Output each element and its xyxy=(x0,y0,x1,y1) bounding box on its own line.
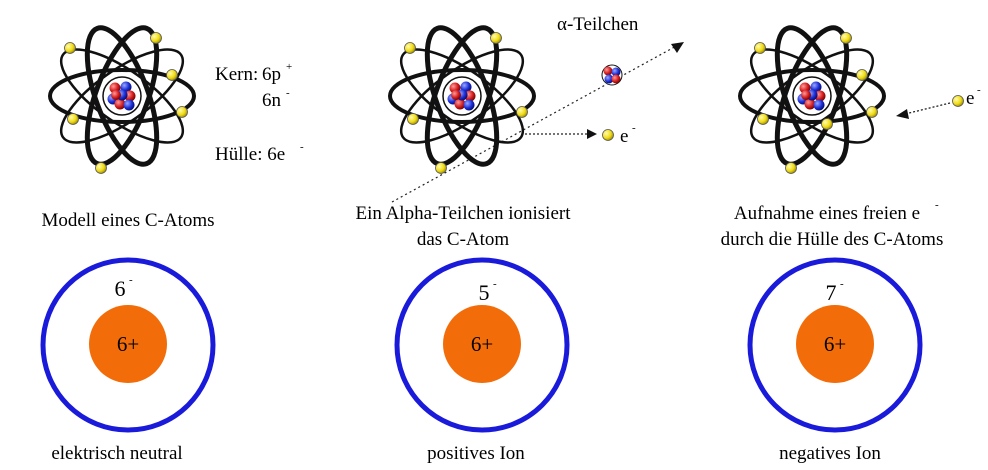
ejected-electron-label: e xyxy=(620,126,628,147)
huelle-label: Hülle: 6e xyxy=(215,144,285,165)
electron-5 xyxy=(435,162,447,174)
electron-7 xyxy=(821,118,833,130)
alpha-particle xyxy=(601,64,623,86)
kern-label: Kern: xyxy=(215,64,258,85)
electron-3 xyxy=(407,113,419,125)
electron-shell xyxy=(40,257,216,433)
carbon-atom-model-2 xyxy=(388,19,536,173)
caption-model: Modell eines C-Atoms xyxy=(41,210,214,231)
ejected-electron-sup: - xyxy=(632,122,636,134)
kern-protons-sup: + xyxy=(286,61,292,73)
electron-4 xyxy=(516,106,528,118)
caption-capture-line2: durch die Hülle des C-Atoms xyxy=(721,229,944,250)
electron-5 xyxy=(176,106,188,118)
capture-path xyxy=(904,102,951,115)
caption-negative: negatives Ion xyxy=(779,443,881,464)
shell-electron-sup: - xyxy=(129,274,133,286)
nucleus xyxy=(89,305,167,383)
caption-capture-line1: Aufnahme eines freien e xyxy=(734,203,920,224)
electron-6 xyxy=(95,162,107,174)
caption-positive: positives Ion xyxy=(427,443,525,464)
ejected-electron xyxy=(602,129,614,141)
electron-shell xyxy=(394,257,570,433)
shell-electron-sup: - xyxy=(840,278,844,290)
alpha-trajectory xyxy=(391,43,681,203)
shell-electron-count: 5 xyxy=(479,280,490,305)
alpha-arrowhead xyxy=(671,42,684,53)
caption-neutral: elektrisch neutral xyxy=(51,443,182,464)
negative-ion-diagram: 6+ 7 - negatives Ion xyxy=(747,257,923,464)
nucleus-charge: 6+ xyxy=(471,332,493,356)
electron-shell xyxy=(747,257,923,433)
caption-ionization-line1: Ein Alpha-Teilchen ionisiert xyxy=(355,203,571,224)
neutral-atom-diagram: 6+ 6 - elektrisch neutral xyxy=(40,257,216,464)
carbon-atom-model-3 xyxy=(738,19,886,173)
electron-1 xyxy=(490,32,502,44)
kern-neutrons-sup: - xyxy=(286,87,290,99)
nucleus xyxy=(796,305,874,383)
positive-ion-diagram: 6+ 5 - positives Ion xyxy=(394,257,570,464)
huelle-sup: - xyxy=(300,141,304,153)
kern-protons: 6p xyxy=(262,64,281,85)
capture-arrowhead xyxy=(896,109,909,119)
nucleus-charge: 6+ xyxy=(824,332,846,356)
electron-1 xyxy=(150,32,162,44)
alpha-label: α-Teilchen xyxy=(557,14,639,35)
ejected-electron-arrowhead xyxy=(587,129,597,139)
kern-neutrons: 6n xyxy=(262,90,282,111)
nucleus xyxy=(443,305,521,383)
electron-1 xyxy=(840,32,852,44)
caption-capture-sup: - xyxy=(935,199,939,211)
caption-ionization-line2: das C-Atom xyxy=(417,229,510,250)
electron-6 xyxy=(785,162,797,174)
carbon-atom-model-1 xyxy=(48,19,196,173)
free-electron-label: e xyxy=(966,88,974,109)
electron-4 xyxy=(757,113,769,125)
shell-electron-count: 7 xyxy=(826,280,837,305)
shell-electron-count: 6 xyxy=(115,276,126,301)
electron-3 xyxy=(166,69,178,81)
free-electron-sup: - xyxy=(977,84,981,96)
nucleus-charge: 6+ xyxy=(117,332,139,356)
electron-4 xyxy=(67,113,79,125)
shell-electron-sup: - xyxy=(493,278,497,290)
electron-2 xyxy=(754,42,766,54)
electron-5 xyxy=(866,106,878,118)
electron-2 xyxy=(404,42,416,54)
electron-3 xyxy=(856,69,868,81)
electron-2 xyxy=(64,42,76,54)
free-electron xyxy=(952,95,964,107)
